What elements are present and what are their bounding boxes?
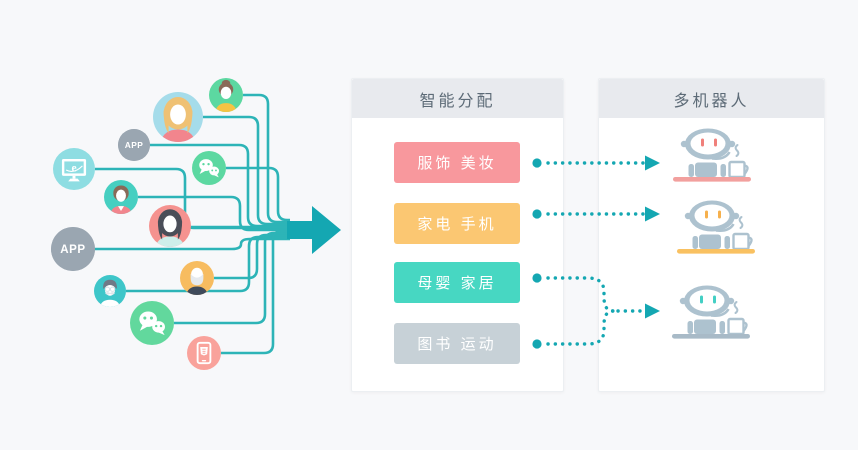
- app-icon-small: APP: [118, 129, 150, 161]
- inflow-line: [95, 237, 290, 251]
- robots-panel-title: 多机器人: [673, 92, 750, 110]
- connector-dot: [532, 339, 542, 349]
- coffee-mug-icon: [727, 317, 745, 336]
- inflow-line: [243, 93, 290, 224]
- browser-icon: e: [53, 148, 95, 190]
- svg-text:e: e: [71, 163, 76, 175]
- connector-dot: [532, 273, 542, 283]
- inflow-line: [138, 195, 290, 232]
- inflow-line: [203, 115, 290, 226]
- tablet-icon: [187, 336, 221, 370]
- smart-panel-title: 智能分配: [419, 92, 496, 110]
- steam-icon: [738, 216, 744, 229]
- robot-3: [672, 285, 750, 339]
- inflow-line: [174, 231, 290, 325]
- connector-line: [546, 276, 615, 313]
- steam-icon: [734, 144, 740, 157]
- connector-arrowhead-icon: [645, 206, 660, 222]
- inflow-line: [221, 229, 290, 355]
- svg-text:APP: APP: [60, 244, 85, 256]
- coffee-mug-icon: [728, 160, 746, 179]
- avatar-woman-bob: [104, 180, 138, 215]
- app-icon-large: APP: [51, 227, 95, 271]
- robot-desk: [672, 334, 750, 339]
- robot-1: [673, 128, 751, 182]
- category-appliance-phone: 家电 手机: [394, 203, 520, 244]
- connector-dot: [532, 158, 542, 168]
- avatar-man-glasses: [94, 275, 126, 308]
- avatar-man-beard: [180, 261, 214, 296]
- connector-arrowhead-icon: [645, 155, 660, 171]
- merge-arrow-icon: [287, 206, 341, 254]
- connector-arrowhead-icon: [645, 303, 660, 319]
- wechat-icon-small: [192, 151, 226, 185]
- category-books-sports: 图书 运动: [394, 323, 520, 364]
- coffee-mug-icon: [732, 232, 750, 251]
- steam-icon: [733, 301, 739, 314]
- wechat-icon-large: [130, 301, 174, 345]
- robot-desk: [677, 249, 755, 254]
- inflow-lines: [95, 93, 290, 355]
- category-baby-home: 母婴 家居: [394, 262, 520, 303]
- svg-text:APP: APP: [125, 140, 143, 150]
- avatar-woman-long-blonde: [153, 92, 203, 142]
- avatar-woman-bun: [209, 78, 243, 113]
- inflow-line: [214, 233, 290, 280]
- robots-panel-header: 多机器人: [599, 79, 824, 118]
- robot-desk: [673, 177, 751, 182]
- smart-panel-header: 智能分配: [352, 79, 563, 118]
- inflow-line: [226, 166, 290, 222]
- avatar-woman-long-dark: [149, 205, 191, 247]
- dispatch-connectors: [532, 155, 660, 349]
- robot-2: [677, 200, 755, 254]
- connector-dot: [532, 209, 542, 219]
- category-clothing-beauty: 服饰 美妆: [394, 142, 520, 183]
- inflow-line: [126, 235, 290, 293]
- inflow-line: [150, 143, 290, 228]
- connector-line: [546, 309, 615, 346]
